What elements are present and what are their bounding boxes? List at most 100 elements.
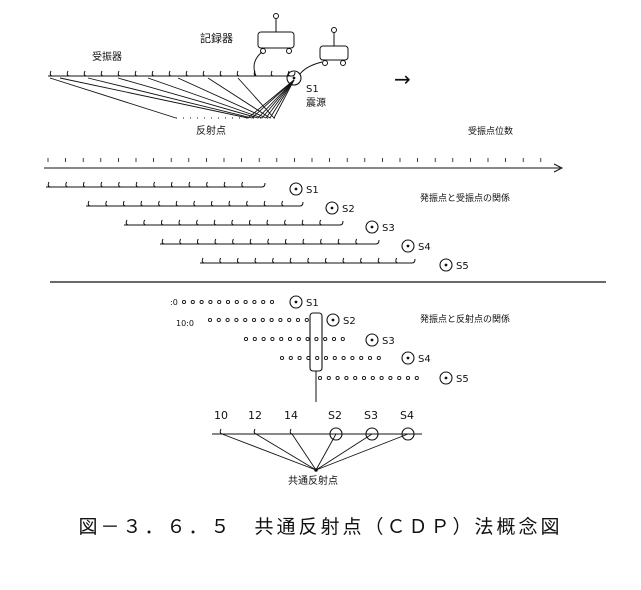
reflection-point — [341, 355, 346, 361]
top-shot-circle — [286, 70, 302, 86]
spread-2-cable-end — [299, 201, 304, 207]
recorder-label: 記録器 — [200, 31, 233, 45]
cdp-gather-box — [309, 312, 323, 372]
bottom-shot-circle — [365, 427, 379, 441]
bottom-geophone-icon — [253, 428, 257, 435]
reflection-point — [297, 355, 302, 361]
spread-5-geophone-icon — [395, 257, 398, 264]
bottom-shot-circle — [401, 427, 415, 441]
spread-1-cable-end — [261, 182, 266, 188]
reflection-point — [379, 375, 384, 381]
reflection-point — [323, 336, 328, 342]
reflection-shot-1-label: S1 — [306, 298, 319, 309]
bottom-geophone-icon — [219, 428, 223, 435]
reflection-shot-3-circle — [365, 333, 379, 347]
spread-2-geophone-icon — [122, 200, 126, 207]
top-shot-label: S1 — [306, 84, 319, 95]
ray-path — [177, 77, 295, 119]
reflection-point — [252, 299, 257, 305]
top-spread-cable-end — [291, 71, 296, 77]
reflection-point — [207, 317, 213, 323]
spread-2-geophone-icon — [140, 200, 143, 207]
top-spread-geophone-icon — [168, 70, 172, 77]
reflection-point — [340, 336, 345, 342]
reflection-point — [344, 375, 349, 381]
reflection-shot-3-label: S3 — [382, 336, 395, 347]
spread-2-geophone-icon — [281, 200, 284, 207]
spread-shot-5-center — [444, 263, 448, 267]
bottom-label-2: 12 — [248, 409, 262, 422]
spread-4-geophone-icon — [214, 238, 217, 245]
top-spread-geophone-icon — [100, 70, 104, 77]
top-spread-geophone-icon — [134, 70, 138, 77]
top-spread-geophone-icon — [270, 70, 274, 77]
spread-4-geophone-icon — [284, 238, 288, 245]
top-spread-geophone-icon — [117, 70, 121, 77]
reflection-shot-5-center — [444, 376, 448, 380]
reflection-shot-2-circle — [326, 313, 340, 327]
reflection-point — [269, 317, 274, 323]
reflection-point — [405, 375, 411, 381]
spread-3-geophone-icon — [248, 219, 252, 226]
reflection-point — [261, 336, 266, 342]
spread-4-geophone-icon — [267, 238, 270, 245]
spread-1-geophone-icon — [188, 181, 191, 188]
spread-1-geophone-icon — [223, 181, 227, 188]
spread-5-geophone-icon — [272, 257, 275, 264]
spread-5-geophone-icon — [236, 257, 240, 264]
recorder-truck-box — [257, 31, 295, 49]
spread-3-geophone-icon — [160, 219, 164, 226]
trace-number-label: 受振点位数 — [468, 125, 513, 137]
spread-3-geophone-icon — [125, 219, 129, 226]
spread-5-geophone-icon — [201, 257, 205, 264]
reflection-shot-1-center — [294, 300, 298, 304]
spread-5-geophone-icon — [360, 257, 363, 264]
spread-1-geophone-icon — [47, 181, 51, 188]
recorder-truck-wheel — [286, 48, 292, 54]
spread-5-geophone-icon — [342, 257, 345, 264]
spread-5-geophone-icon — [307, 257, 310, 264]
top-shot-center — [292, 76, 296, 80]
reflection-point — [225, 317, 230, 323]
reflection-point — [278, 317, 283, 323]
reflection-point — [190, 299, 195, 305]
spread-2-geophone-icon — [158, 200, 161, 207]
reflection-point — [279, 355, 285, 361]
reflection-point — [270, 336, 275, 342]
source-truck-wheel — [322, 60, 328, 66]
reflection-point — [234, 299, 239, 305]
spread-shot-4-label: S4 — [418, 242, 431, 253]
reflection-point — [326, 375, 331, 381]
reflection-point — [397, 375, 402, 381]
spread-3-geophone-icon — [178, 219, 181, 226]
recorder-truck-wheel — [260, 48, 266, 54]
ray-path — [59, 77, 295, 119]
top-spread-geophone-icon — [202, 70, 206, 77]
source-truck-box — [319, 45, 349, 61]
top-spread-geophone-icon — [236, 70, 240, 77]
ray-path — [237, 77, 295, 119]
spread-2-geophone-icon — [263, 200, 267, 207]
spread-2-geophone-icon — [228, 200, 231, 207]
reflection-point — [243, 317, 248, 323]
reflection-point — [388, 375, 393, 381]
top-spread-geophone-icon — [219, 70, 223, 77]
spread-5-geophone-icon — [324, 257, 328, 264]
reflection-point — [414, 375, 419, 381]
reflection-point — [216, 317, 221, 323]
spread-shot-1-center — [294, 187, 298, 191]
bottom-label-1: 10 — [214, 409, 228, 422]
reflection-point — [251, 317, 257, 323]
source-truck-wheel — [340, 60, 346, 66]
reflection-point — [335, 375, 340, 381]
reflection-shot-4-label: S4 — [418, 354, 431, 365]
reflection-point — [243, 336, 249, 342]
spread-2-geophone-icon — [246, 200, 249, 207]
row-prefix-1: :0 — [170, 298, 178, 307]
spread-shot-2-center — [330, 206, 334, 210]
ray-path — [147, 77, 295, 119]
top-panel — [48, 13, 349, 119]
top-spread-geophone-icon — [151, 70, 155, 77]
